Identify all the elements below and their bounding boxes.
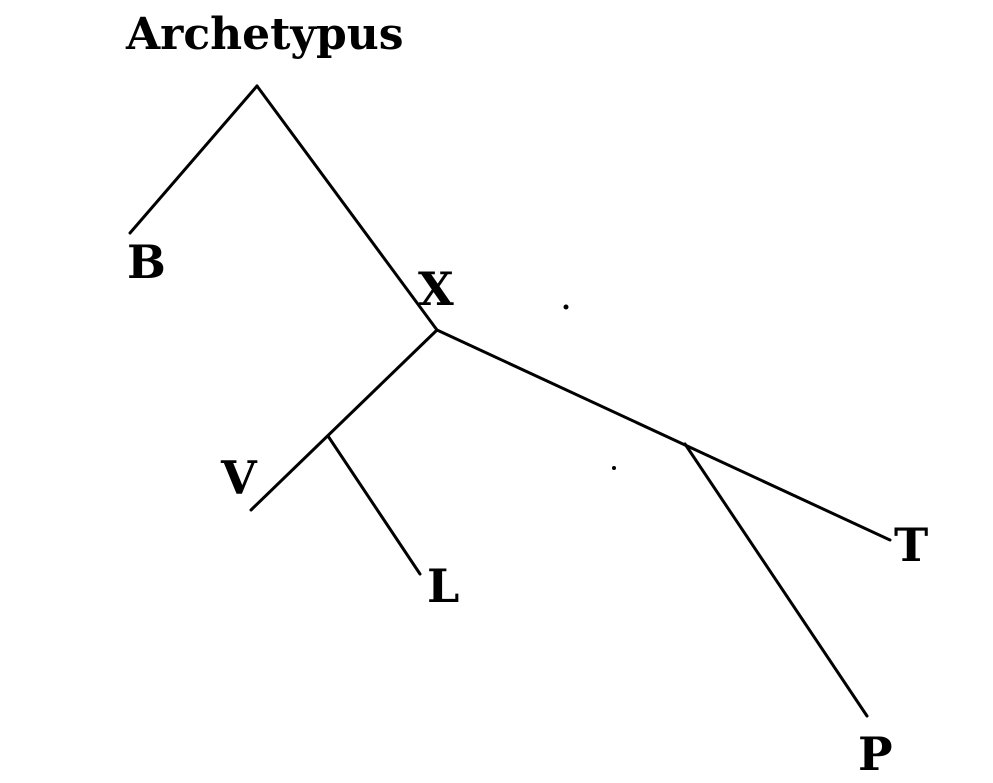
node-label-p: P [858, 727, 893, 781]
node-label-b: B [127, 235, 166, 289]
edge-v-l [326, 434, 422, 576]
edge-x-t [435, 328, 892, 542]
root-label: Archetypus [125, 9, 404, 60]
node-label-v: V [220, 451, 258, 505]
edge-x-v [249, 328, 439, 512]
edge-archetypus-x [255, 84, 439, 332]
edge-branch-p [683, 442, 869, 718]
ink-speck [612, 466, 616, 470]
node-label-x: X [418, 262, 454, 316]
ink-speck [563, 304, 569, 310]
node-label-t: T [894, 518, 928, 572]
node-label-l: L [427, 559, 459, 613]
edge-archetypus-b [128, 84, 259, 235]
